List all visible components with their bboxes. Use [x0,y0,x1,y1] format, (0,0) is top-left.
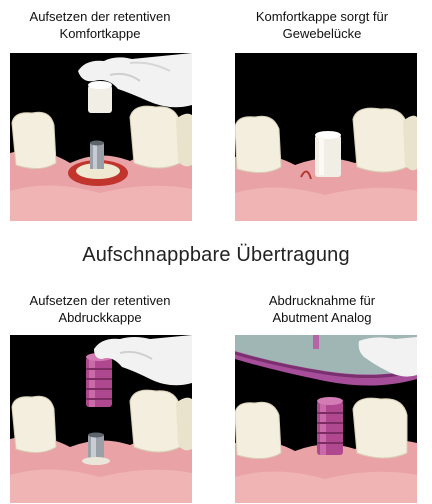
section-title: Aufschnappbare Übertragung [0,244,432,267]
image-panel-3 [10,335,192,503]
comfort-cap [88,85,112,113]
caption-panel-1: Aufsetzen der retentiven Komfortkappe [0,8,200,42]
tooth-left [235,116,281,172]
tooth-left [12,112,56,168]
tooth-left [12,396,56,452]
tooth-right [353,398,407,458]
image-panel-2 [235,53,417,221]
tooth-right [353,108,407,172]
tooth-left [235,402,281,458]
caption-panel-3: Aufsetzen der retentiven Abdruckkappe [0,292,200,326]
tooth-right [130,390,180,452]
caption-panel-2: Komfortkappe sorgt für Gewebelücke [222,8,422,42]
comfort-cap [315,135,341,177]
caption-panel-4: Abdrucknahme für Abutment Analog [222,292,422,326]
tooth-right [130,106,180,168]
image-panel-1 [10,53,192,221]
image-panel-4 [235,335,417,503]
